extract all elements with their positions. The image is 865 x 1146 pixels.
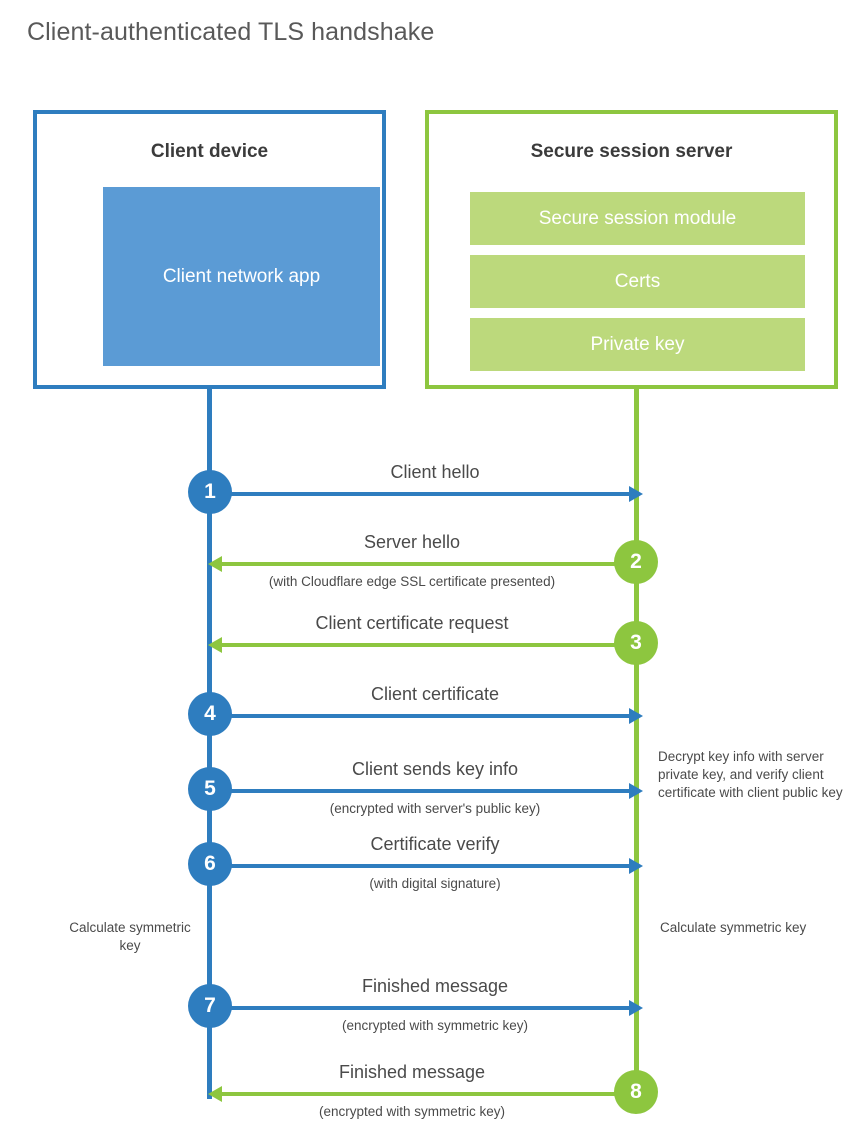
step-circle-5[interactable]: 5 [188,767,232,811]
arrowhead-right-7 [629,1000,643,1016]
client-network-app-block: Client network app [103,187,380,366]
message-label-2: Server hello [363,532,461,552]
message-label-3: Client certificate request [315,613,509,633]
message-label-7: Finished message [361,976,509,996]
arrow-shaft-8 [222,1092,634,1096]
arrowhead-left-2 [208,556,222,572]
client-device-title: Client device [150,141,269,162]
arrowhead-left-8 [208,1086,222,1102]
arrow-shaft-6 [209,864,629,868]
step-circle-7[interactable]: 7 [188,984,232,1028]
step-circle-1[interactable]: 1 [188,470,232,514]
arrowhead-right-6 [629,858,643,874]
secure-session-server-title: Secure session server [530,141,733,162]
message-sublabel-5: (encrypted with server's public key) [329,801,541,816]
server-decrypt-note: Decrypt key info with server private key… [658,749,843,800]
server-lifeline [634,389,639,1092]
arrowhead-right-1 [629,486,643,502]
message-sublabel-6: (with digital signature) [369,876,501,891]
step-circle-8[interactable]: 8 [614,1070,658,1114]
arrow-shaft-4 [209,714,629,718]
arrow-shaft-7 [209,1006,629,1010]
message-label-8: Finished message [338,1062,486,1082]
message-label-5: Client sends key info [351,759,519,779]
client-lifeline [207,389,212,1099]
arrowhead-right-4 [629,708,643,724]
arrowhead-right-5 [629,783,643,799]
message-label-1: Client hello [390,462,480,482]
step-circle-6[interactable]: 6 [188,842,232,886]
step-circle-4[interactable]: 4 [188,692,232,736]
message-label-4: Client certificate [370,684,500,704]
server-block-private-key: Private key [470,318,805,371]
step-circle-3[interactable]: 3 [614,621,658,665]
client-device-box: Client device Client network app [33,110,386,389]
secure-session-server-box: Secure session server Secure session mod… [425,110,838,389]
step-circle-2[interactable]: 2 [614,540,658,584]
arrowhead-left-3 [208,637,222,653]
server-block-secure-session-module: Secure session module [470,192,805,245]
server-block-certs: Certs [470,255,805,308]
arrow-shaft-1 [209,492,629,496]
client-calculate-symmetric-key-note: Calculate symmetric key [69,920,191,953]
page-title: Client-authenticated TLS handshake [27,18,435,46]
arrow-shaft-2 [222,562,634,566]
arrow-shaft-5 [209,789,629,793]
server-calculate-symmetric-key-note: Calculate symmetric key [660,920,807,935]
message-sublabel-8: (encrypted with symmetric key) [318,1104,506,1119]
arrow-shaft-3 [222,643,634,647]
message-sublabel-2: (with Cloudflare edge SSL certificate pr… [268,574,556,589]
message-label-6: Certificate verify [370,834,500,854]
message-sublabel-7: (encrypted with symmetric key) [341,1018,529,1033]
